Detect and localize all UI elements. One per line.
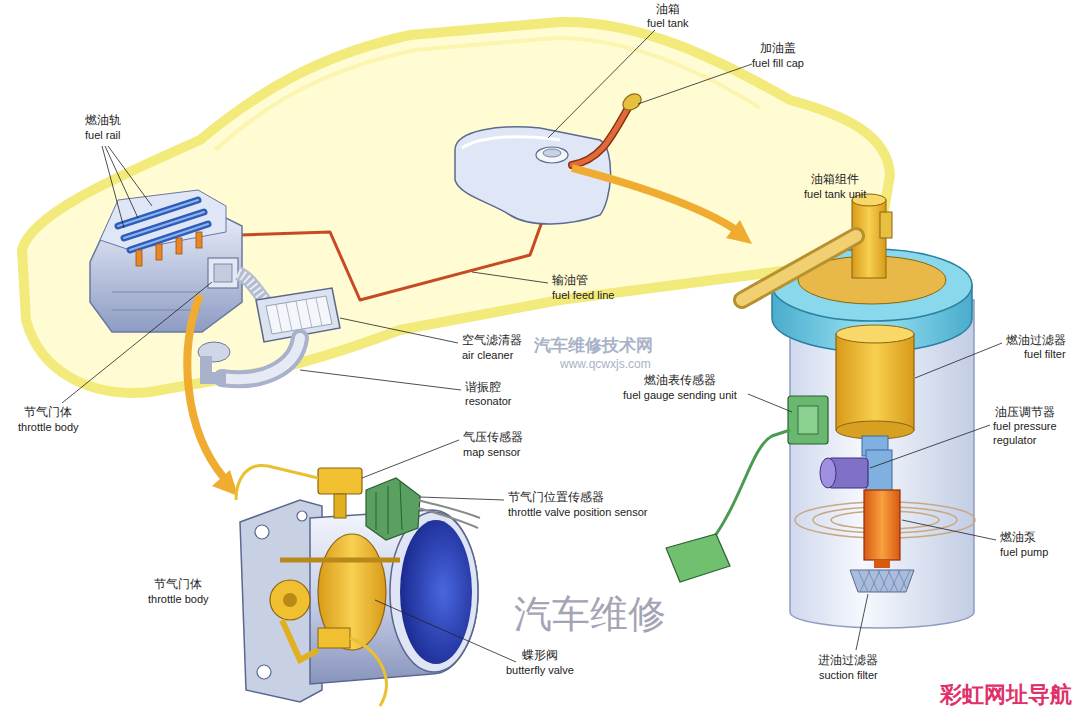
watermark: www.qcwxjs.com bbox=[560, 357, 651, 371]
part-label: fuel fill cap bbox=[752, 56, 804, 70]
part-label: 燃油轨 bbox=[85, 113, 121, 127]
part-label: throttle body bbox=[148, 592, 209, 606]
part-label: map sensor bbox=[463, 445, 520, 459]
part-label: fuel feed line bbox=[552, 288, 614, 302]
part-label: fuel pump bbox=[1000, 545, 1048, 559]
part-label: throttle valve position sensor bbox=[508, 505, 647, 519]
fuel-gauge-sending-unit bbox=[788, 396, 828, 444]
part-label: 节气门位置传感器 bbox=[508, 490, 604, 504]
injectors bbox=[136, 232, 202, 266]
watermark: 汽车维修技术网 bbox=[534, 336, 653, 356]
fuel-fill-cap bbox=[620, 91, 644, 114]
wire bbox=[236, 465, 318, 500]
part-label: 油箱 bbox=[656, 2, 680, 16]
part-label: 加油盖 bbox=[760, 41, 796, 55]
part-label: fuel tank unit bbox=[804, 187, 866, 201]
fuel-rail bbox=[118, 200, 208, 250]
part-label: 输油管 bbox=[552, 273, 588, 287]
part-label: 空气滤清器 bbox=[462, 333, 522, 347]
watermark: 彩虹网址导航 bbox=[940, 682, 1072, 708]
part-label: air cleaner bbox=[462, 348, 513, 362]
part-label: fuel filter bbox=[1024, 347, 1066, 361]
throttle-position-sensor bbox=[366, 478, 420, 540]
watermark: 汽车维修 bbox=[514, 592, 666, 636]
part-label: 油压调节器 bbox=[995, 405, 1055, 419]
part-label: fuel rail bbox=[85, 128, 120, 142]
part-label: 节气门体 bbox=[24, 405, 72, 419]
fuel-filter bbox=[836, 334, 914, 430]
throttle-body-detail bbox=[236, 465, 480, 706]
part-label: fuel pressure regulator bbox=[993, 419, 1075, 447]
resonator bbox=[222, 338, 300, 379]
part-label: 燃油泵 bbox=[1000, 530, 1036, 544]
part-label: 蝶形阀 bbox=[522, 648, 558, 662]
part-label: 燃油表传感器 bbox=[644, 373, 716, 387]
filler-neck bbox=[572, 108, 628, 165]
fuel-pump bbox=[864, 490, 900, 560]
part-label: fuel tank bbox=[647, 16, 689, 30]
cylinder-head bbox=[100, 190, 226, 250]
float bbox=[666, 534, 730, 582]
throttle-body-small bbox=[208, 258, 238, 288]
part-label: 油箱组件 bbox=[811, 172, 859, 186]
part-label: 进油过滤器 bbox=[818, 653, 878, 667]
suction-filter bbox=[850, 570, 914, 592]
part-label: throttle body bbox=[18, 420, 79, 434]
part-label: 谐振腔 bbox=[465, 380, 501, 394]
part-label: resonator bbox=[465, 394, 511, 408]
intake-hose bbox=[238, 273, 266, 302]
car-body bbox=[22, 22, 890, 393]
leader-lines bbox=[62, 30, 1002, 662]
part-label: suction filter bbox=[819, 668, 878, 682]
part-label: 节气门体 bbox=[154, 577, 202, 591]
fuel-tank-unit bbox=[666, 194, 975, 628]
part-label: butterfly valve bbox=[506, 663, 574, 677]
part-label: 燃油过滤器 bbox=[1006, 333, 1066, 347]
part-label: fuel gauge sending unit bbox=[623, 388, 737, 402]
part-label: 气压传感器 bbox=[463, 430, 523, 444]
zoom-arrow bbox=[187, 295, 224, 478]
zoom-arrow bbox=[572, 168, 736, 230]
map-sensor bbox=[318, 468, 362, 494]
